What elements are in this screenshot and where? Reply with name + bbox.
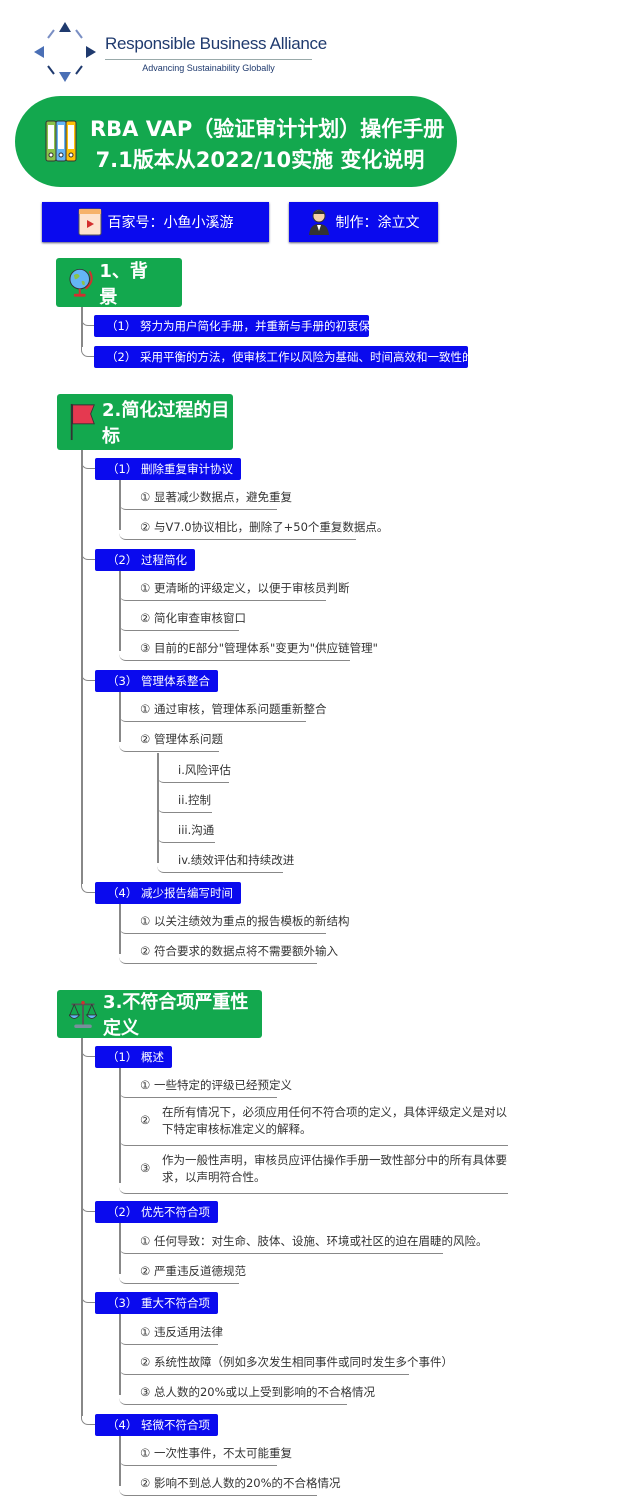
list-item: ② 简化审查审核窗口 bbox=[119, 607, 246, 631]
connector bbox=[81, 671, 95, 681]
section-3-header: 3.不符合项严重性定义 bbox=[57, 990, 262, 1039]
background-item-2: （2） 采用平衡的方法，使审核工作以风险为基础、时间高效和一致性的方式进行。 bbox=[94, 346, 531, 368]
channel-box: 百家号：小鱼小溪游 bbox=[42, 202, 269, 242]
list-item: ③ 作为一般性声明，审核员应评估操作手册一致性部分中的所有具体要求，以声明符合性。 bbox=[119, 1144, 508, 1194]
video-icon bbox=[78, 208, 101, 236]
s3-group-3: （3） 重大不符合项 bbox=[95, 1292, 218, 1314]
list-item: ① 显著减少数据点，避免重复 bbox=[119, 486, 292, 510]
connector bbox=[81, 459, 95, 469]
list-item: ① 任何导致：对生命、肢体、设施、环境或社区的迫在眉睫的风险。 bbox=[119, 1230, 487, 1254]
rba-logo-icon bbox=[34, 22, 96, 82]
list-item: ① 通过审核，管理体系问题重新整合 bbox=[119, 698, 326, 722]
globe-icon bbox=[69, 268, 93, 297]
s3-group-1: （1） 概述 bbox=[95, 1046, 172, 1068]
list-item: ① 以关注绩效为重点的报告模板的新结构 bbox=[119, 910, 349, 934]
person-icon bbox=[308, 209, 329, 235]
item-text: 在所有情况下，必须应用任何不符合项的定义，具体评级定义是对以下特定审核标准定义的… bbox=[162, 1104, 507, 1136]
section-2-header: 2.简化过程的目标 bbox=[57, 394, 233, 450]
logo-tagline: Advancing Sustainability Globally bbox=[142, 63, 275, 73]
connector bbox=[81, 1038, 83, 1416]
connector bbox=[81, 1415, 95, 1425]
s3-group-4: （4） 轻微不符合项 bbox=[95, 1414, 218, 1436]
list-item: ② 影响不到总人数的20%的不合格情况 bbox=[119, 1472, 341, 1496]
list-item: iii.沟通 bbox=[157, 819, 215, 843]
list-item: ① 更清晰的评级定义，以便于审核员判断 bbox=[119, 577, 349, 601]
s2-group-4: （4） 减少报告编写时间 bbox=[95, 882, 241, 904]
title-banner bbox=[15, 96, 457, 187]
connector bbox=[81, 316, 95, 326]
connector bbox=[81, 883, 95, 893]
list-item: ② 系统性故障（例如多次发生相同事件或同时发生多个事件） bbox=[119, 1351, 453, 1375]
section-2-title: 2.简化过程的目标 bbox=[102, 400, 230, 447]
list-item: ① 违反适用法律 bbox=[119, 1321, 223, 1345]
list-item: i.风险评估 bbox=[157, 759, 231, 783]
scales-icon bbox=[69, 1000, 98, 1029]
divider bbox=[105, 59, 312, 60]
connector bbox=[81, 550, 95, 560]
item-number: ③ bbox=[140, 1161, 151, 1175]
connector bbox=[81, 307, 83, 347]
flag-icon bbox=[70, 403, 95, 441]
channel-label: 百家号：小鱼小溪游 bbox=[107, 215, 234, 231]
list-item: ② 严重违反道德规范 bbox=[119, 1260, 246, 1284]
title-line-1: RBA VAP（验证审计计划）操作手册 bbox=[90, 117, 445, 141]
list-item: ① 一次性事件，不太可能重复 bbox=[119, 1442, 292, 1466]
binders-icon bbox=[45, 120, 77, 162]
section-1-title: 1、背 景 bbox=[99, 260, 166, 308]
list-item: iv.绩效评估和持续改进 bbox=[157, 849, 294, 873]
s2-group-3: （3） 管理体系整合 bbox=[95, 670, 218, 692]
list-item: ③ 总人数的20%或以上受到影响的不合格情况 bbox=[119, 1381, 375, 1405]
list-item: ③ 目前的E部分"管理体系"变更为"供应链管理" bbox=[119, 637, 378, 661]
s2-group-1: （1） 删除重复审计协议 bbox=[95, 458, 241, 480]
connector bbox=[81, 1202, 95, 1212]
connector bbox=[81, 450, 83, 884]
author-box: 制作：涂立文 bbox=[289, 202, 438, 242]
list-item: ② 管理体系问题 bbox=[119, 728, 223, 752]
s2-group-2: （2） 过程简化 bbox=[95, 549, 195, 571]
item-text: 作为一般性声明，审核员应评估操作手册一致性部分中的所有具体要求，以声明符合性。 bbox=[162, 1152, 507, 1184]
list-item: ② 在所有情况下，必须应用任何不符合项的定义，具体评级定义是对以下特定审核标准定义… bbox=[119, 1096, 508, 1146]
list-item: ② 符合要求的数据点将不需要额外输入 bbox=[119, 940, 338, 964]
list-item: ii.控制 bbox=[157, 789, 212, 813]
author-label: 制作：涂立文 bbox=[335, 215, 420, 231]
list-item: ② 与V7.0协议相比，删除了+50个重复数据点。 bbox=[119, 516, 388, 540]
connector bbox=[81, 1047, 95, 1057]
connector bbox=[81, 347, 95, 357]
s3-group-2: （2） 优先不符合项 bbox=[95, 1201, 218, 1223]
logo-name: Responsible Business Alliance bbox=[105, 34, 327, 53]
connector bbox=[81, 1293, 95, 1303]
background-item-1: （1） 努力为用户简化手册，并重新与手册的初衷保持一致。 bbox=[94, 315, 416, 337]
item-number: ② bbox=[140, 1113, 151, 1127]
connector bbox=[119, 1068, 121, 1183]
list-item: ① 一些特定的评级已经预定义 bbox=[119, 1074, 292, 1098]
section-1-header: 1、背 景 bbox=[56, 258, 182, 308]
title-line-2: 7.1版本从2022/10实施 变化说明 bbox=[95, 148, 425, 172]
section-3-title: 3.不符合项严重性定义 bbox=[103, 992, 249, 1039]
